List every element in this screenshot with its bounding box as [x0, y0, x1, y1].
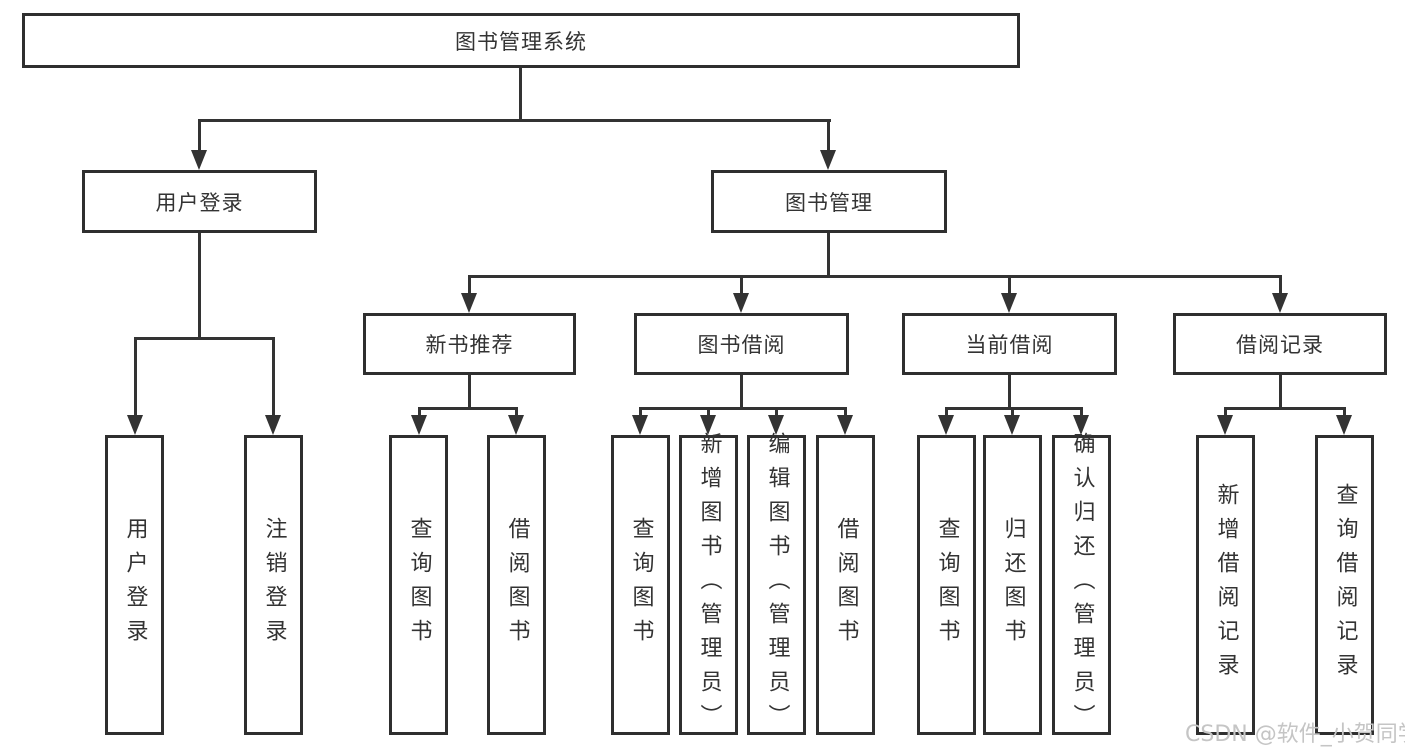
- connector-drop: [844, 407, 847, 420]
- arrow-down-icon: [700, 415, 716, 435]
- node-new-book-recommend-label: 新书推荐: [425, 333, 514, 357]
- connector-records-rail: [1224, 407, 1345, 410]
- node-book-borrowing-label: 图书借阅: [697, 333, 786, 357]
- connector-drop-login-leaf: [134, 337, 137, 420]
- arrow-down-icon: [127, 415, 143, 435]
- node-leaf-add-books-admin-label: 新增图书（管理员）: [696, 432, 722, 738]
- connector-drop-book-management: [827, 119, 830, 153]
- connector-drop-new-book: [468, 275, 471, 299]
- node-current-borrowing-label: 当前借阅: [965, 333, 1054, 357]
- node-book-management-label: 图书管理: [785, 190, 873, 215]
- node-leaf-query-books-recommend-label: 查询图书: [406, 517, 432, 653]
- connector-drop: [1011, 407, 1014, 420]
- connector-drop-logout-leaf: [272, 337, 275, 420]
- connector-book-mgmt-rail: [468, 275, 1282, 278]
- arrow-down-icon: [820, 150, 836, 170]
- connector-drop: [707, 407, 710, 420]
- arrow-down-icon: [1073, 415, 1089, 435]
- node-borrowing-records: 借阅记录: [1173, 313, 1387, 375]
- node-leaf-query-books-current: 查询图书: [917, 435, 976, 735]
- arrow-down-icon: [411, 415, 427, 435]
- arrow-down-icon: [265, 415, 281, 435]
- connector-recommend-rail: [418, 407, 518, 410]
- connector-user-login-stem: [198, 233, 201, 337]
- node-book-management: 图书管理: [711, 170, 947, 233]
- connector-current-stem: [1008, 375, 1011, 407]
- arrow-down-icon: [461, 293, 477, 313]
- arrow-down-icon: [191, 150, 207, 170]
- node-root: 图书管理系统: [22, 13, 1020, 68]
- arrow-down-icon: [938, 415, 954, 435]
- connector-records-stem: [1279, 375, 1282, 407]
- connector-drop-user-login: [198, 119, 201, 153]
- arrow-down-icon: [837, 415, 853, 435]
- connector-drop: [639, 407, 642, 420]
- connector-drop: [418, 407, 421, 420]
- arrow-down-icon: [1004, 415, 1020, 435]
- arrow-down-icon: [632, 415, 648, 435]
- arrow-down-icon: [733, 293, 749, 313]
- node-leaf-query-books-current-label: 查询图书: [934, 517, 960, 653]
- connector-recommend-stem: [468, 375, 471, 407]
- node-leaf-user-login: 用户登录: [105, 435, 164, 735]
- arrow-down-icon: [1336, 415, 1352, 435]
- node-leaf-query-books-recommend: 查询图书: [389, 435, 448, 735]
- node-leaf-return-books-label: 归还图书: [1000, 517, 1026, 653]
- connector-drop: [1080, 407, 1083, 420]
- node-leaf-return-books: 归还图书: [983, 435, 1042, 735]
- node-new-book-recommend: 新书推荐: [363, 313, 576, 375]
- arrow-down-icon: [1272, 293, 1288, 313]
- node-user-login-label: 用户登录: [155, 190, 244, 215]
- node-leaf-borrow-books-borrowing-label: 借阅图书: [833, 517, 859, 653]
- connector-user-login-rail: [134, 337, 275, 340]
- node-borrowing-records-label: 借阅记录: [1236, 333, 1324, 357]
- arrow-down-icon: [508, 415, 524, 435]
- connector-book-mgmt-stem: [827, 233, 830, 275]
- connector-drop-current-borrow: [1008, 275, 1011, 299]
- node-leaf-logout: 注销登录: [244, 435, 303, 735]
- node-leaf-confirm-return-admin-label: 确认归还（管理员）: [1069, 432, 1095, 738]
- node-user-login: 用户登录: [82, 170, 317, 233]
- connector-root-stem: [519, 68, 522, 119]
- node-leaf-borrow-books-recommend: 借阅图书: [487, 435, 546, 735]
- connector-root-rail: [198, 119, 831, 122]
- node-leaf-edit-books-admin: 编辑图书（管理员）: [747, 432, 806, 738]
- node-leaf-confirm-return-admin: 确认归还（管理员）: [1052, 432, 1111, 738]
- node-leaf-user-login-label: 用户登录: [122, 517, 148, 653]
- node-leaf-edit-books-admin-label: 编辑图书（管理员）: [764, 432, 790, 738]
- connector-borrowing-rail: [639, 407, 847, 410]
- watermark-text: CSDN @软件_小贺同学: [1185, 722, 1405, 747]
- node-leaf-add-books-admin: 新增图书（管理员）: [679, 432, 738, 738]
- node-root-label: 图书管理系统: [455, 29, 587, 54]
- node-leaf-add-borrow-record: 新增借阅记录: [1196, 435, 1255, 735]
- connector-current-rail: [945, 407, 1083, 410]
- node-book-borrowing: 图书借阅: [634, 313, 849, 375]
- connector-drop: [1343, 407, 1346, 420]
- arrow-down-icon: [1217, 415, 1233, 435]
- node-leaf-query-borrow-record-label: 查询借阅记录: [1332, 483, 1358, 687]
- connector-drop: [775, 407, 778, 420]
- arrow-down-icon: [768, 415, 784, 435]
- connector-borrowing-stem: [740, 375, 743, 407]
- connector-drop-borrow-records: [1279, 275, 1282, 299]
- connector-drop-book-borrow: [740, 275, 743, 299]
- connector-drop: [1224, 407, 1227, 420]
- node-leaf-borrow-books-borrowing: 借阅图书: [816, 435, 875, 735]
- node-leaf-query-books-borrowing-label: 查询图书: [628, 517, 654, 653]
- node-leaf-query-borrow-record: 查询借阅记录: [1315, 435, 1374, 735]
- node-leaf-logout-label: 注销登录: [261, 517, 287, 653]
- node-leaf-borrow-books-recommend-label: 借阅图书: [504, 517, 530, 653]
- node-leaf-query-books-borrowing: 查询图书: [611, 435, 670, 735]
- node-current-borrowing: 当前借阅: [902, 313, 1117, 375]
- node-leaf-add-borrow-record-label: 新增借阅记录: [1213, 483, 1239, 687]
- arrow-down-icon: [1001, 293, 1017, 313]
- connector-drop: [945, 407, 948, 420]
- connector-drop: [515, 407, 518, 420]
